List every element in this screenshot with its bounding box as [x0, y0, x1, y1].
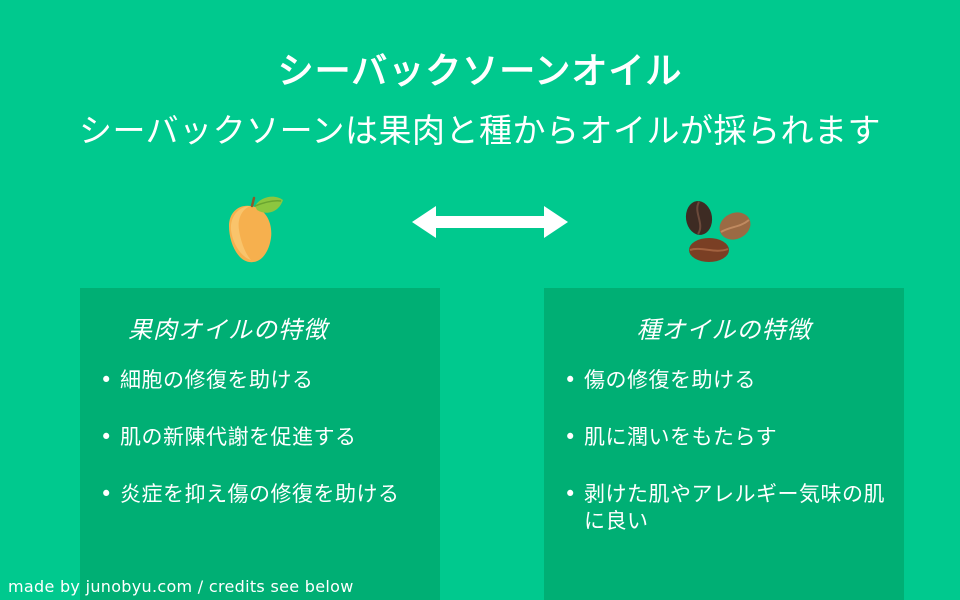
seed-oil-heading: 種オイルの特徴: [636, 316, 812, 344]
list-item-text: 傷の修復を助ける: [584, 368, 756, 392]
list-item-text: 剥けた肌やアレルギー気味の肌に良い: [584, 482, 885, 533]
pulp-oil-list: • 細胞の修復を助ける • 肌の新陳代謝を促進する • 炎症を抑え傷の修復を助ける: [80, 367, 440, 508]
bullet-icon: •: [100, 482, 113, 506]
list-item: • 炎症を抑え傷の修復を助ける: [100, 481, 440, 508]
list-item-text: 肌に潤いをもたらす: [584, 425, 778, 449]
credit-text: made by junobyu.com / credits see below: [8, 577, 354, 596]
seed-oil-list: • 傷の修復を助ける • 肌に潤いをもたらす • 剥けた肌やアレルギー気味の肌に良い: [544, 367, 904, 535]
list-item-text: 肌の新陳代謝を促進する: [120, 425, 357, 449]
page-subtitle: シーバックソーンは果肉と種からオイルが採られます: [78, 111, 882, 150]
double-arrow-icon: [412, 206, 568, 238]
list-item: • 肌の新陳代謝を促進する: [100, 424, 440, 451]
bullet-icon: •: [564, 368, 577, 392]
list-item: • 剥けた肌やアレルギー気味の肌に良い: [564, 481, 904, 535]
bullet-icon: •: [100, 368, 113, 392]
list-item: • 肌に潤いをもたらす: [564, 424, 904, 451]
list-item: • 細胞の修復を助ける: [100, 367, 440, 394]
seeds-icon: [685, 201, 751, 262]
list-item: • 傷の修復を助ける: [564, 367, 904, 394]
bullet-icon: •: [564, 482, 577, 506]
bullet-icon: •: [100, 425, 113, 449]
bullet-icon: •: [564, 425, 577, 449]
list-item-text: 炎症を抑え傷の修復を助ける: [120, 482, 400, 506]
pulp-oil-heading: 果肉オイルの特徴: [128, 316, 328, 344]
list-item-text: 細胞の修復を助ける: [120, 368, 314, 392]
pulp-oil-panel: 果肉オイルの特徴 • 細胞の修復を助ける • 肌の新陳代謝を促進する • 炎症を抑え傷…: [80, 288, 440, 600]
seed-oil-panel: 種オイルの特徴 • 傷の修復を助ける • 肌に潤いをもたらす • 剥けた肌やアレルギー…: [544, 288, 904, 600]
mango-icon: [229, 196, 283, 263]
page-title: シーバックソーンオイル: [277, 51, 683, 92]
